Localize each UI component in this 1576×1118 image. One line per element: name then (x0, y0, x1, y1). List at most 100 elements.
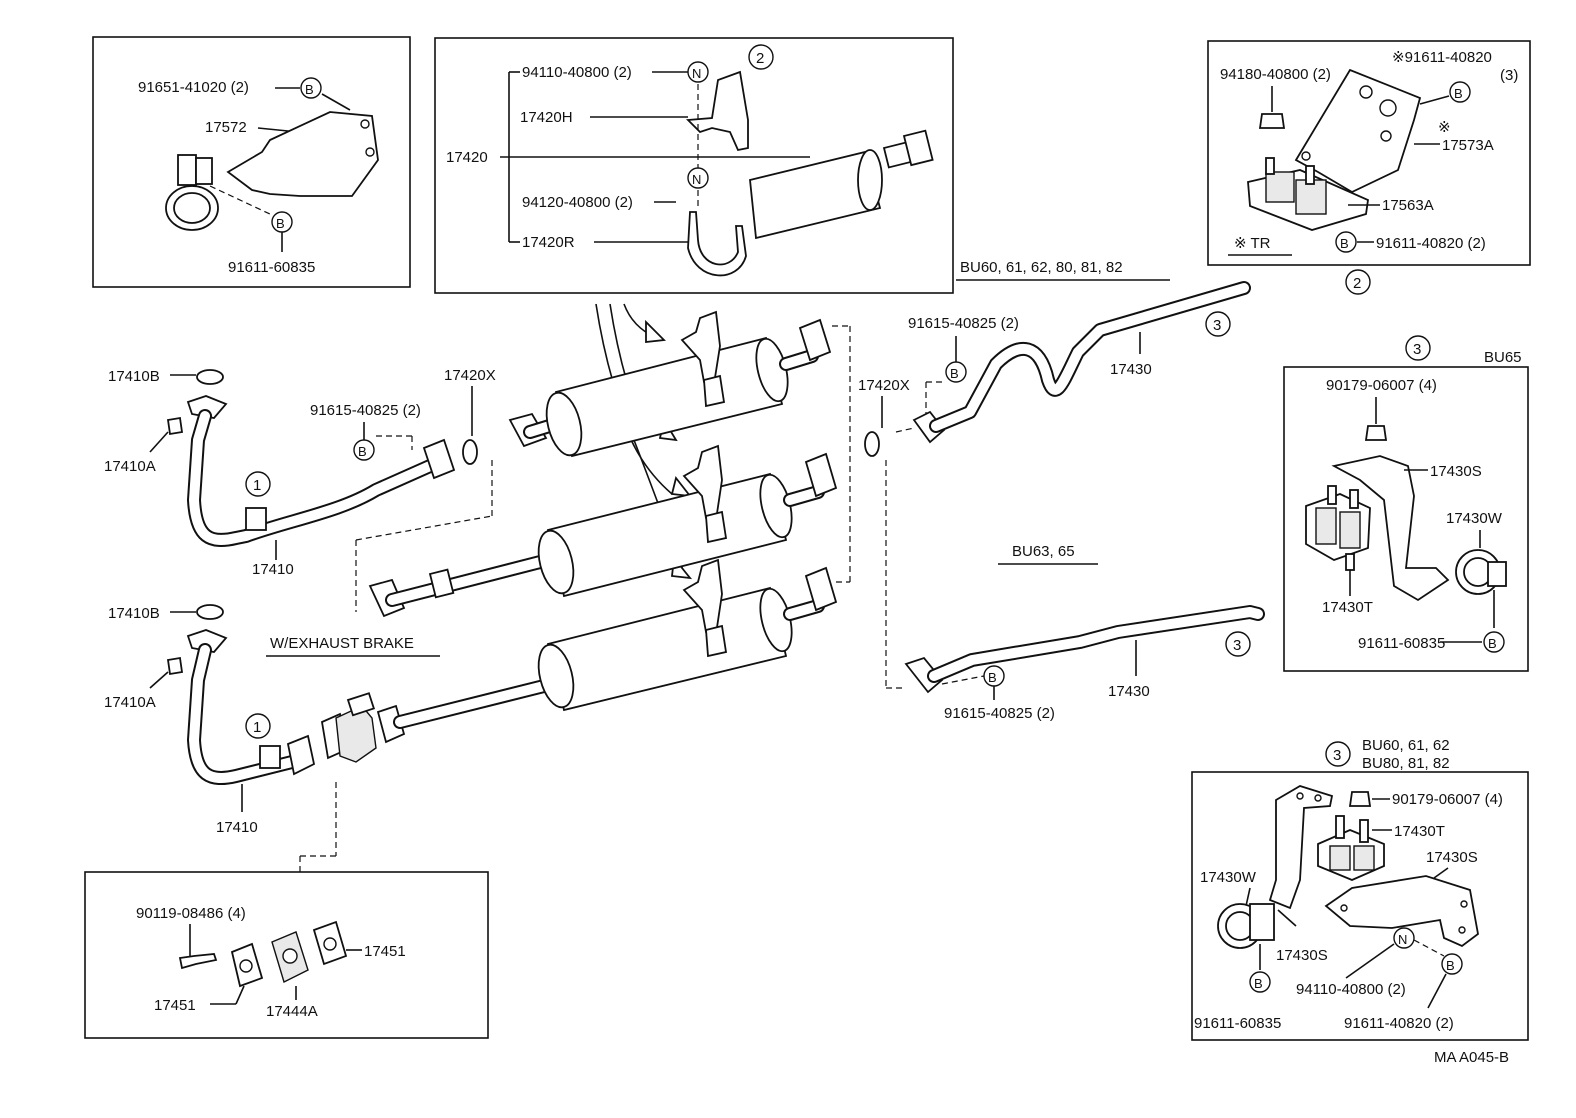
mark-1-symbol: 1 (245, 713, 271, 739)
svg-text:B: B (358, 444, 367, 459)
model-bu65: BU65 (1484, 349, 1522, 366)
bu65-box: 3 BU65 90179-06007 (4) 17430S 17430T 174… (1283, 335, 1529, 672)
tail-pipe-upper (912, 281, 1251, 444)
mark-2-symbol: 2 (1345, 269, 1371, 295)
svg-text:N: N (1398, 932, 1407, 947)
svg-text:N: N (692, 66, 701, 81)
label-gasket-17410B-lower: 17410B (108, 605, 160, 622)
bolt-symbol: B (271, 211, 293, 233)
part-label-bu65-90179: 90179-06007 (4) (1326, 377, 1437, 394)
hanger-17420R (687, 211, 747, 277)
label-nut-17410A-lower: 17410A (104, 694, 156, 711)
label-models-upper: BU60, 61, 62, 80, 81, 82 (960, 259, 1123, 276)
part-label-bu60-17430W: 17430W (1200, 869, 1257, 886)
svg-text:B: B (1340, 236, 1349, 251)
bolt-90179 (1364, 425, 1388, 441)
bolt-symbol: B (1249, 971, 1271, 993)
mark-3-symbol: 3 (1205, 311, 1231, 337)
part-label-17444A: 17444A (266, 1003, 318, 1020)
muffler-middle (368, 444, 838, 618)
svg-text:B: B (988, 670, 997, 685)
bracket-17430S-horizontal (1324, 875, 1479, 948)
part-label-bu60-91611-40820: 91611-40820 (2) (1344, 1015, 1454, 1032)
part-label-94110-40800: 94110-40800 (2) (522, 64, 632, 81)
part-label-17573A: 17573A (1442, 137, 1494, 154)
label-ring-17420X-right: 17420X (858, 377, 910, 394)
mark-3-symbol: 3 (1325, 741, 1351, 767)
bolt-symbol: B (300, 77, 322, 99)
label-tail-17430-lower: 17430 (1108, 683, 1150, 700)
svg-text:B: B (1446, 958, 1455, 973)
muffler-lower (393, 558, 838, 729)
asterisk-mark: ※ (1438, 119, 1451, 136)
bolt-symbol: B (353, 439, 375, 461)
exhaust-clamp (165, 154, 219, 231)
nut-17410A-lower (166, 656, 184, 676)
bu60-box: 3 BU60, 61, 62 BU80, 81, 82 90179-06007 … (1191, 737, 1529, 1041)
svg-text:B: B (950, 366, 959, 381)
part-label-17572: 17572 (205, 119, 247, 136)
gasket-17410B-upper (196, 369, 224, 385)
mark-3-symbol: 3 (1225, 631, 1251, 657)
ring-17420X-right (864, 431, 880, 457)
clamp-bracket-box: 91651-41020 (2) B 17572 B 91611-60835 (92, 36, 411, 288)
hanger-17420H (685, 70, 749, 152)
label-tail-17430-upper: 17430 (1110, 361, 1152, 378)
mark-3-symbol: 3 (1405, 335, 1431, 361)
label-bolt-91615-upper: 91615-40825 (2) (310, 402, 421, 419)
part-label-17420H: 17420H (520, 109, 573, 126)
label-bolt-91615-tail-lower: 91615-40825 (2) (944, 705, 1055, 722)
part-label-tr-91611-40820-2: 91611-40820 (2) (1376, 235, 1486, 252)
label-exhaust-brake: W/EXHAUST BRAKE (270, 635, 414, 652)
svg-text:B: B (1488, 636, 1497, 651)
nut-symbol: N (687, 167, 709, 189)
svg-text:3: 3 (1333, 747, 1341, 764)
svg-text:N: N (692, 172, 701, 187)
part-label-bu60-17430S-b: 17430S (1276, 947, 1328, 964)
part-label-17420R: 17420R (522, 234, 575, 251)
models-bu60-line2: BU80, 81, 82 (1362, 755, 1450, 772)
svg-text:3: 3 (1413, 341, 1421, 358)
part-label-bu65-17430S: 17430S (1430, 463, 1482, 480)
part-label-tr-qty: (3) (1500, 67, 1518, 84)
part-label-bu65-91611: 91611-60835 (1358, 635, 1445, 652)
svg-text:B: B (1454, 86, 1463, 101)
svg-text:1: 1 (253, 477, 261, 494)
exhaust-brake-box: 90119-08486 (4) 17451 17451 17444A (84, 871, 489, 1039)
diagram-code: MA A045-B (1434, 1049, 1509, 1066)
rubber-mount-17430T (1305, 485, 1371, 571)
svg-text:2: 2 (756, 50, 764, 67)
bolt-symbol: B (1483, 631, 1505, 653)
label-nut-17410A-upper: 17410A (104, 458, 156, 475)
flange-upper (186, 395, 228, 419)
svg-text:2: 2 (1353, 275, 1361, 292)
nut-17410A-upper (166, 416, 184, 436)
hanger-box: 94110-40800 (2) N 2 17420H 17420 N 94120… (434, 37, 954, 294)
clamp-17430W (1455, 549, 1507, 595)
front-pipe-lower: 17410B 17410A 1 17410 (104, 604, 316, 836)
bolt-94180 (1258, 113, 1286, 129)
bolt-bu60-90179 (1348, 791, 1372, 807)
part-label-bu60-90179: 90179-06007 (4) (1392, 791, 1503, 808)
rubber-mount-17563A (1247, 157, 1369, 231)
svg-text:1: 1 (253, 719, 261, 736)
label-bolt-91615-tail-upper: 91615-40825 (2) (908, 315, 1019, 332)
part-label-94120-40800: 94120-40800 (2) (522, 194, 633, 211)
label-models-middle: BU63, 65 (1012, 543, 1075, 560)
flange-upper-rear (422, 438, 456, 480)
models-bu60-line1: BU60, 61, 62 (1362, 737, 1450, 754)
nut-symbol: N (1393, 927, 1415, 949)
muffler-upper (508, 310, 832, 458)
bolt-symbol: B (1449, 81, 1471, 103)
part-label-bu65-17430T: 17430T (1322, 599, 1373, 616)
part-label-17451-right: 17451 (364, 943, 406, 960)
part-label-17563A: 17563A (1382, 197, 1434, 214)
ring-17420X-left (462, 439, 478, 465)
part-label-94180-40800: 94180-40800 (2) (1220, 66, 1331, 83)
bolt-symbol: B (983, 665, 1005, 687)
part-label-tr-91611-40820: ※91611-40820 (1392, 49, 1492, 66)
svg-text:3: 3 (1213, 317, 1221, 334)
part-label-17420: 17420 (446, 149, 488, 166)
svg-text:B: B (1254, 976, 1263, 991)
